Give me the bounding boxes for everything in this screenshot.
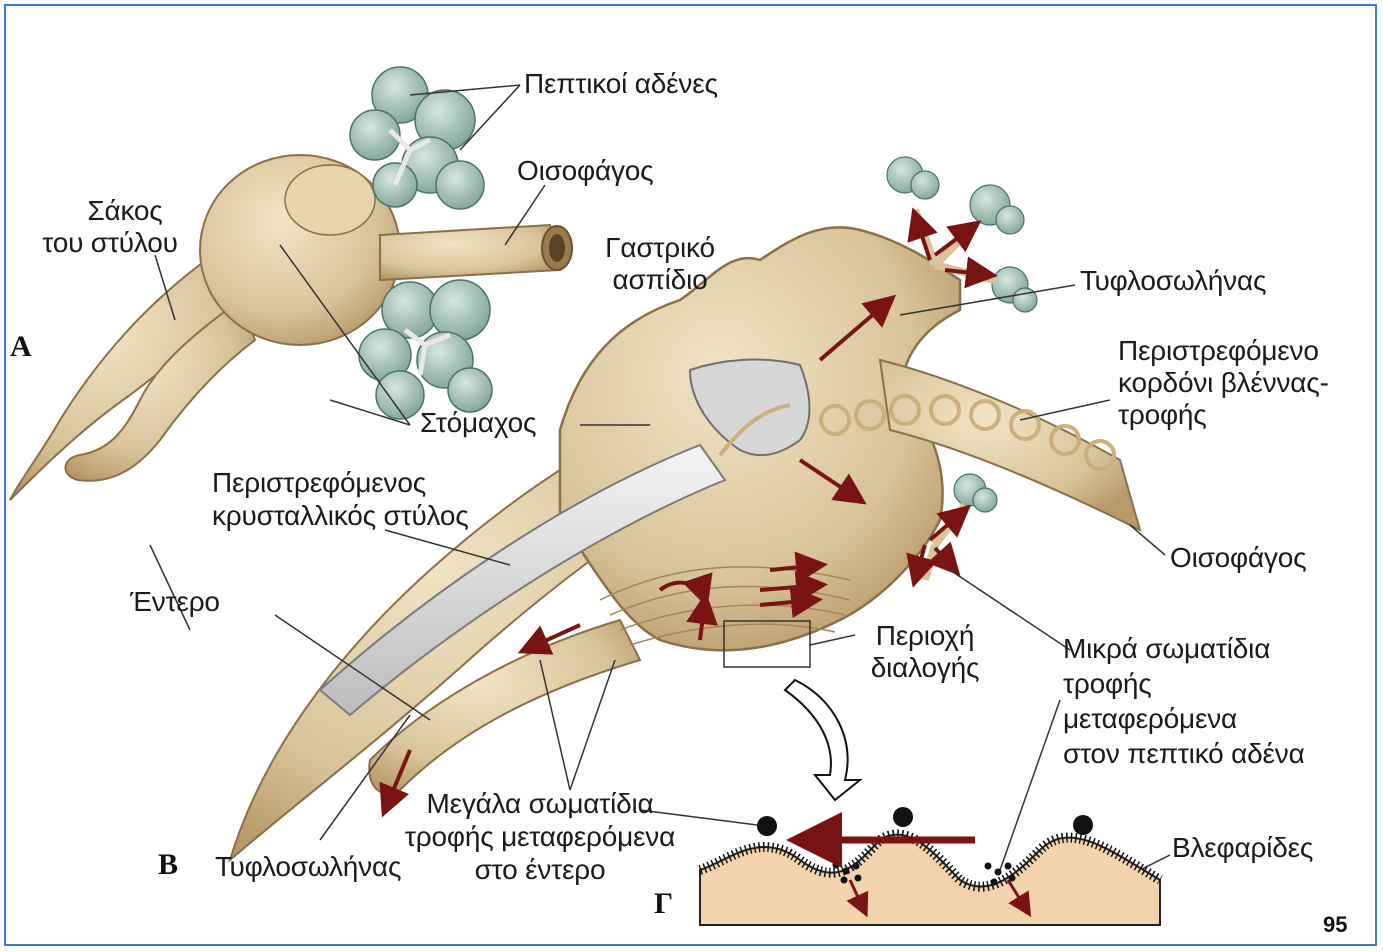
- label-typhlosole-bottom: Τυφλοσωλήνας: [215, 851, 401, 883]
- label-gastric-shield-2: ασπίδιο: [585, 264, 735, 296]
- label-gastric-shield-1: Γαστρικό: [585, 232, 735, 264]
- large-particle: [893, 807, 913, 827]
- panel-label-a: A: [10, 330, 32, 364]
- label-peptic-glands: Πεπτικοί αδένες: [524, 68, 718, 100]
- large-particle: [757, 816, 777, 836]
- panel-label-c: Γ: [654, 887, 673, 921]
- label-style-sac-1: Σάκος: [50, 195, 200, 227]
- large-particle: [1073, 815, 1093, 835]
- label-typhlosole-top: Τυφλοσωλήνας: [1080, 265, 1266, 297]
- label-intestine: Έντερο: [130, 586, 220, 618]
- label-small-particles-3: μεταφερόμενα: [1063, 703, 1237, 735]
- label-cilia: Βλεφαρίδες: [1172, 832, 1313, 864]
- label-large-particles-1: Μεγάλα σωματίδια: [400, 788, 680, 820]
- label-style-sac-2: του στύλου: [20, 227, 200, 259]
- label-esophagus-a: Οισοφάγος: [517, 155, 653, 187]
- label-rotating-style-2: κρυσταλλικός στύλος: [212, 500, 469, 532]
- page-number: 95: [1323, 912, 1347, 938]
- label-rotating-cord-1: Περιστρεφόμενο: [1118, 335, 1319, 367]
- label-small-particles-1: Μικρά σωματίδια: [1063, 633, 1270, 665]
- label-rotating-cord-2: κορδόνι βλέννας-: [1118, 367, 1329, 399]
- label-small-particles-2: τροφής: [1063, 668, 1152, 700]
- label-sorting-area-1: Περιοχή: [845, 620, 1005, 652]
- label-large-particles-3: στο έντερο: [440, 854, 640, 886]
- label-stomach: Στόμαχος: [420, 407, 536, 439]
- ciliated-surface: [700, 835, 1160, 925]
- label-sorting-area-2: διαλογής: [845, 652, 1005, 684]
- label-rotating-style-1: Περιστρεφόμενος: [212, 467, 426, 499]
- esophagus-a: [380, 225, 560, 280]
- panel-label-b: B: [158, 848, 178, 882]
- label-rotating-cord-3: τροφής: [1118, 399, 1207, 431]
- label-large-particles-2: τροφής μεταφερόμενα: [360, 821, 720, 853]
- panel-c-drawing: [700, 807, 1160, 925]
- label-esophagus-b: Οισοφάγος: [1170, 542, 1306, 574]
- zoom-arrow: [785, 680, 860, 800]
- label-small-particles-4: στον πεπτικό αδένα: [1063, 738, 1305, 770]
